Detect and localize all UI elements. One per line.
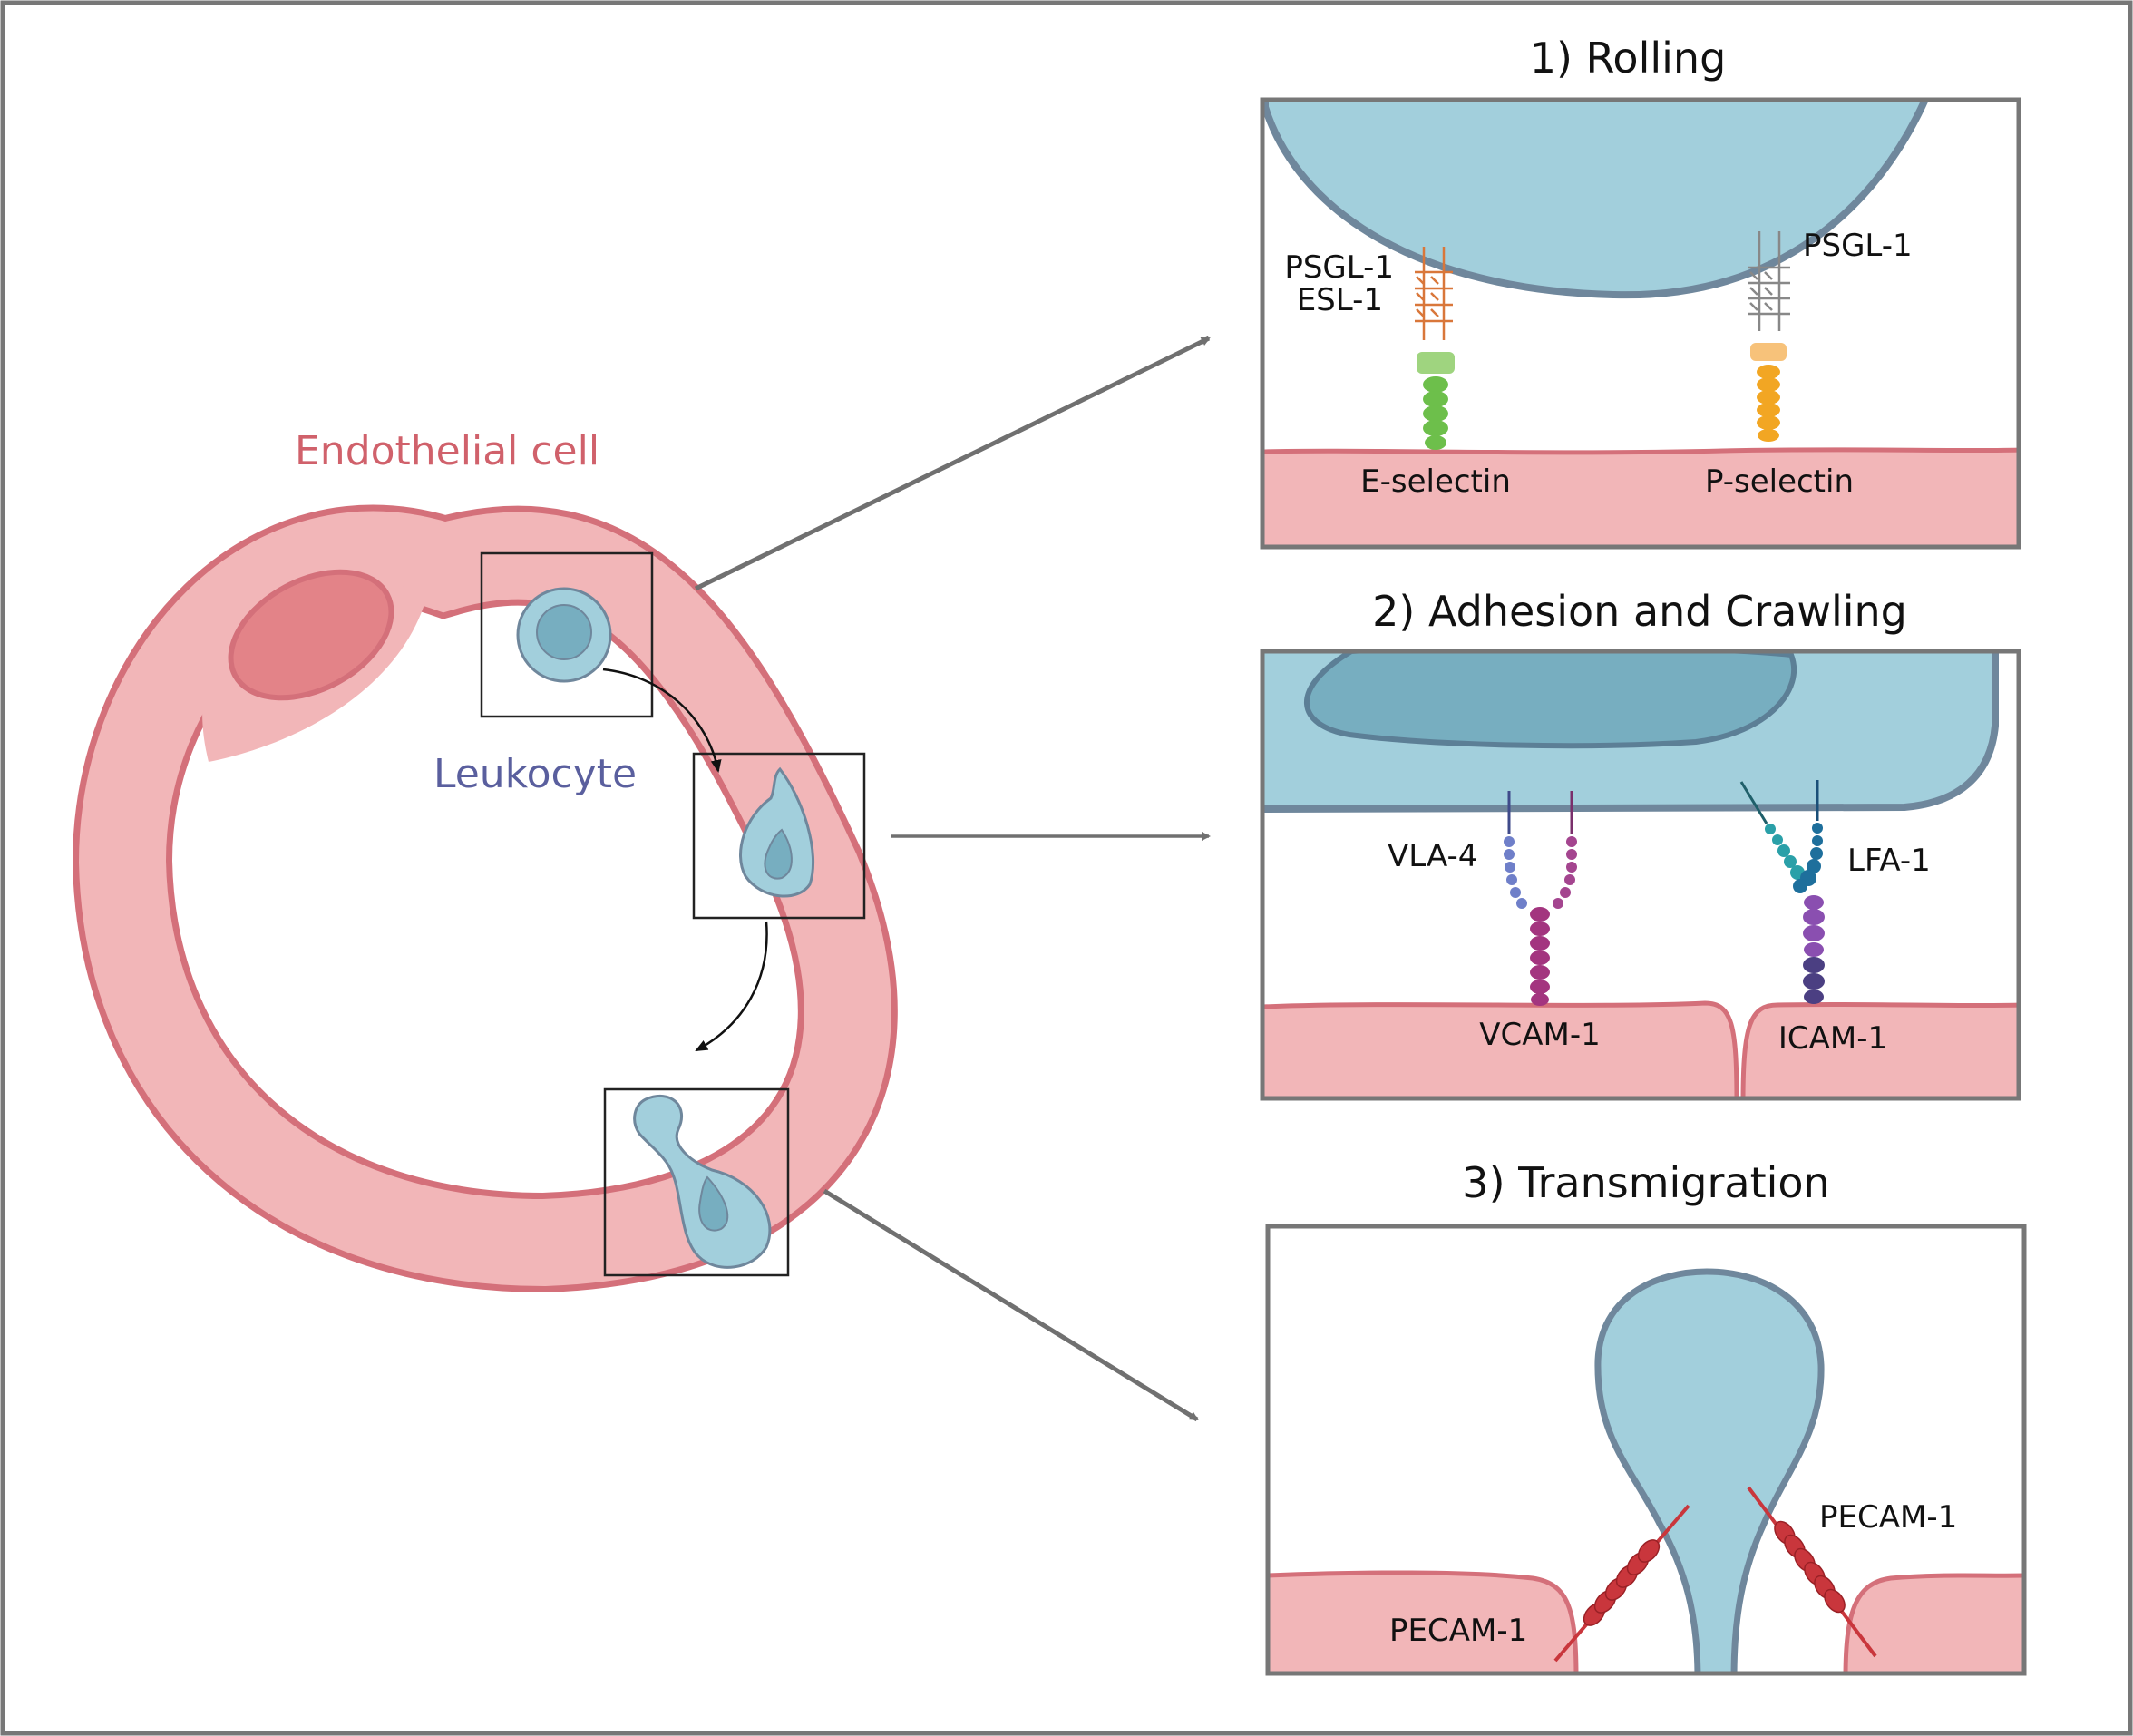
p-selectin-molecule [1748, 231, 1790, 442]
curved-arrow-rolling-to-crawling [602, 668, 722, 773]
panel-adhesion-frame [1260, 649, 2021, 1101]
panel-transmigration: 3) Transmigration [1265, 1158, 2027, 1676]
label-vla4: VLA-4 [1388, 838, 1477, 874]
zoom-arrow-to-rolling [694, 336, 1211, 591]
label-pecam1-left: PECAM-1 [1389, 1613, 1527, 1649]
panel-transmigration-frame [1265, 1224, 2027, 1676]
panel-rolling: 1) Rolling [1260, 34, 2021, 550]
panel-transmigration-leukocyte [1594, 1268, 1825, 1673]
vla4-integrin [1504, 791, 1577, 909]
pecam1-left [1553, 1504, 1690, 1663]
label-esl1: ESL-1 [1297, 282, 1383, 318]
label-pecam1-right: PECAM-1 [1819, 1499, 1957, 1536]
e-selectin-head [1417, 352, 1455, 374]
panel-transmigration-endothelium-right [1843, 1573, 2024, 1673]
panel-transmigration-endothelium-left [1268, 1570, 1579, 1673]
overview: Endothelial cell Leukocyte [72, 336, 1211, 1422]
panel-adhesion-endothelium-right [1740, 1001, 2019, 1098]
crawling-leukocyte [739, 766, 814, 898]
e-selectin-stalk [1423, 376, 1448, 450]
transmigrating-leukocyte [633, 1094, 772, 1269]
icam1-molecule [1803, 895, 1825, 1004]
panel-rolling-title: 1) Rolling [1530, 34, 1727, 83]
panel-rolling-endothelium [1262, 447, 2019, 547]
label-vcam1: VCAM-1 [1479, 1017, 1601, 1053]
endothelial-cell-label: Endothelial cell [295, 428, 599, 474]
vcam1-molecule [1530, 907, 1550, 1006]
zoom-box-transmigration [603, 1087, 790, 1277]
leukocyte-label: Leukocyte [433, 751, 637, 797]
psgl1-ligand-right [1748, 231, 1790, 331]
panel-rolling-frame [1260, 97, 2021, 550]
panel-adhesion-leukocyte-nucleus [1304, 651, 1797, 749]
vla4-alpha-chain [1504, 836, 1527, 909]
label-e-selectin: E-selectin [1360, 463, 1511, 500]
endothelial-ring-inner [78, 511, 891, 1287]
label-p-selectin: P-selectin [1705, 463, 1854, 500]
pecam1-right [1747, 1486, 1877, 1658]
panel-adhesion-endothelium-left [1262, 1000, 1739, 1098]
panel-adhesion: 2) Adhesion and Crawling [1260, 587, 2021, 1101]
label-psgl1-right: PSGL-1 [1803, 228, 1913, 264]
lfa1-alpha-chain [1765, 824, 1805, 880]
p-selectin-head [1750, 343, 1787, 361]
zoom-arrow-to-transmigration [823, 1188, 1199, 1422]
vla4-beta-chain [1553, 836, 1577, 909]
label-lfa1: LFA-1 [1847, 843, 1931, 879]
lfa1-beta-chain [1793, 823, 1823, 893]
label-psgl1-left: PSGL-1 [1284, 249, 1394, 286]
label-icam1: ICAM-1 [1778, 1020, 1887, 1057]
lfa1-integrin [1739, 780, 1823, 893]
rolling-leukocyte-nucleus [536, 604, 592, 660]
crawling-leukocyte-nucleus [764, 828, 793, 880]
curved-arrow-crawling-to-transmigration [695, 921, 768, 1052]
zoom-box-crawling [692, 752, 866, 920]
panel-adhesion-title: 2) Adhesion and Crawling [1372, 587, 1907, 636]
panel-transmigration-title: 3) Transmigration [1462, 1158, 1829, 1207]
zoom-box-rolling [480, 551, 654, 718]
e-selectin-molecule [1415, 247, 1455, 450]
psgl1-esl1-ligand [1415, 247, 1453, 340]
transmigrating-leukocyte-nucleus [698, 1175, 729, 1232]
endothelial-nucleus [228, 569, 394, 701]
p-selectin-stalk [1757, 365, 1780, 442]
